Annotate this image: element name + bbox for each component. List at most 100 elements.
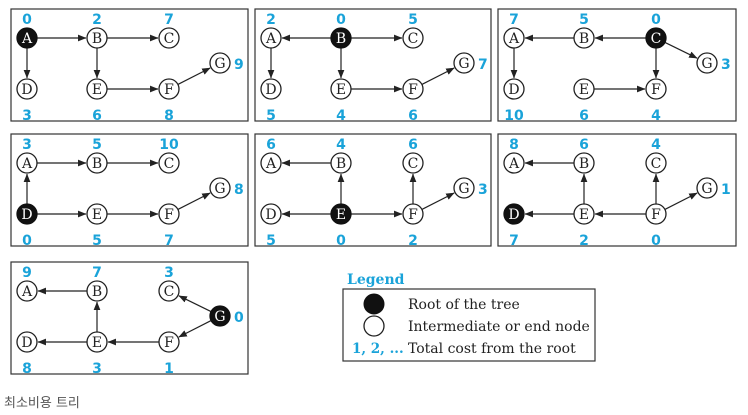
cost-label: 3 bbox=[22, 137, 32, 153]
panel-frame bbox=[254, 133, 492, 247]
node-b: B6 bbox=[573, 137, 595, 174]
node-label: F bbox=[164, 82, 174, 98]
cost-label: 2 bbox=[579, 233, 589, 249]
cost-label: 7 bbox=[509, 233, 519, 249]
node-circle bbox=[209, 52, 231, 74]
node-circle bbox=[16, 152, 38, 174]
node-circle bbox=[158, 203, 180, 225]
legend-box bbox=[342, 288, 596, 362]
node-d: D10 bbox=[503, 78, 525, 124]
edge-g-to-c bbox=[178, 295, 212, 313]
node-b: B7 bbox=[86, 265, 108, 302]
cost-label: 0 bbox=[651, 12, 661, 28]
node-label: A bbox=[265, 31, 277, 47]
edge-f-to-g bbox=[421, 192, 455, 210]
node-circle bbox=[16, 78, 38, 100]
node-label: F bbox=[408, 207, 418, 223]
node-label: C bbox=[408, 156, 419, 172]
node-b: B2 bbox=[86, 12, 108, 49]
node-circle bbox=[503, 78, 525, 100]
node-circle bbox=[260, 203, 282, 225]
node-circle bbox=[158, 152, 180, 174]
node-f: F7 bbox=[158, 203, 180, 249]
node-label: E bbox=[579, 207, 589, 223]
node-label: B bbox=[336, 156, 346, 172]
cost-label: 0 bbox=[651, 233, 661, 249]
node-label: B bbox=[92, 284, 102, 300]
node-circle bbox=[158, 78, 180, 100]
node-circle bbox=[645, 78, 667, 100]
root-node-circle bbox=[209, 305, 231, 327]
node-label: D bbox=[21, 82, 32, 98]
panel-frame bbox=[497, 8, 737, 122]
edge-f-to-g bbox=[177, 192, 211, 210]
root-node-circle bbox=[330, 27, 352, 49]
node-circle bbox=[503, 152, 525, 174]
node-a: A9 bbox=[16, 265, 38, 302]
node-circle bbox=[645, 203, 667, 225]
node-label: D bbox=[21, 335, 32, 351]
node-label: D bbox=[21, 207, 32, 223]
legend-title: Legend bbox=[347, 272, 405, 288]
node-label: E bbox=[336, 207, 346, 223]
node-e: E6 bbox=[573, 78, 595, 124]
node-circle bbox=[402, 203, 424, 225]
root-node-circle bbox=[330, 203, 352, 225]
node-a: A7 bbox=[503, 12, 525, 49]
node-circle bbox=[260, 78, 282, 100]
node-label: G bbox=[458, 181, 469, 197]
legend-root-marker bbox=[363, 293, 385, 315]
node-circle bbox=[330, 152, 352, 174]
cost-label: 6 bbox=[266, 137, 276, 153]
edge-g-to-f bbox=[178, 320, 212, 338]
node-circle bbox=[209, 177, 231, 199]
node-circle bbox=[402, 27, 424, 49]
node-d: D7 bbox=[503, 203, 525, 249]
cost-label: 2 bbox=[408, 233, 418, 249]
cost-label: 3 bbox=[22, 108, 32, 124]
node-label: A bbox=[508, 31, 520, 47]
legend-cost-sample: 1, 2, ... bbox=[352, 341, 404, 357]
cost-label: 7 bbox=[164, 12, 174, 28]
node-b: B5 bbox=[573, 12, 595, 49]
node-circle bbox=[402, 152, 424, 174]
edge-f-to-g bbox=[421, 67, 455, 85]
cost-label: 0 bbox=[234, 310, 244, 326]
node-circle bbox=[158, 331, 180, 353]
node-b: B0 bbox=[330, 12, 352, 49]
legend-root-label: Root of the tree bbox=[408, 297, 520, 313]
cost-label: 6 bbox=[579, 108, 589, 124]
node-label: G bbox=[701, 181, 712, 197]
node-d: D3 bbox=[16, 78, 38, 124]
node-circle bbox=[86, 203, 108, 225]
node-label: A bbox=[508, 156, 520, 172]
node-label: G bbox=[214, 309, 225, 325]
node-circle bbox=[573, 78, 595, 100]
node-f: F8 bbox=[158, 78, 180, 124]
node-a: A2 bbox=[260, 12, 282, 49]
cost-label: 4 bbox=[651, 108, 661, 124]
cost-label: 6 bbox=[408, 108, 418, 124]
cost-label: 0 bbox=[336, 12, 346, 28]
cost-label: 7 bbox=[509, 12, 519, 28]
node-label: G bbox=[214, 56, 225, 72]
cost-label: 4 bbox=[336, 108, 346, 124]
node-e: E0 bbox=[330, 203, 352, 249]
node-a: A3 bbox=[16, 137, 38, 174]
cost-label: 1 bbox=[721, 182, 731, 198]
node-label: F bbox=[164, 335, 174, 351]
node-circle bbox=[260, 27, 282, 49]
node-label: E bbox=[579, 82, 589, 98]
node-f: F2 bbox=[402, 203, 424, 249]
node-b: B4 bbox=[330, 137, 352, 174]
node-circle bbox=[573, 203, 595, 225]
cost-label: 10 bbox=[159, 137, 179, 153]
node-d: D8 bbox=[16, 331, 38, 377]
